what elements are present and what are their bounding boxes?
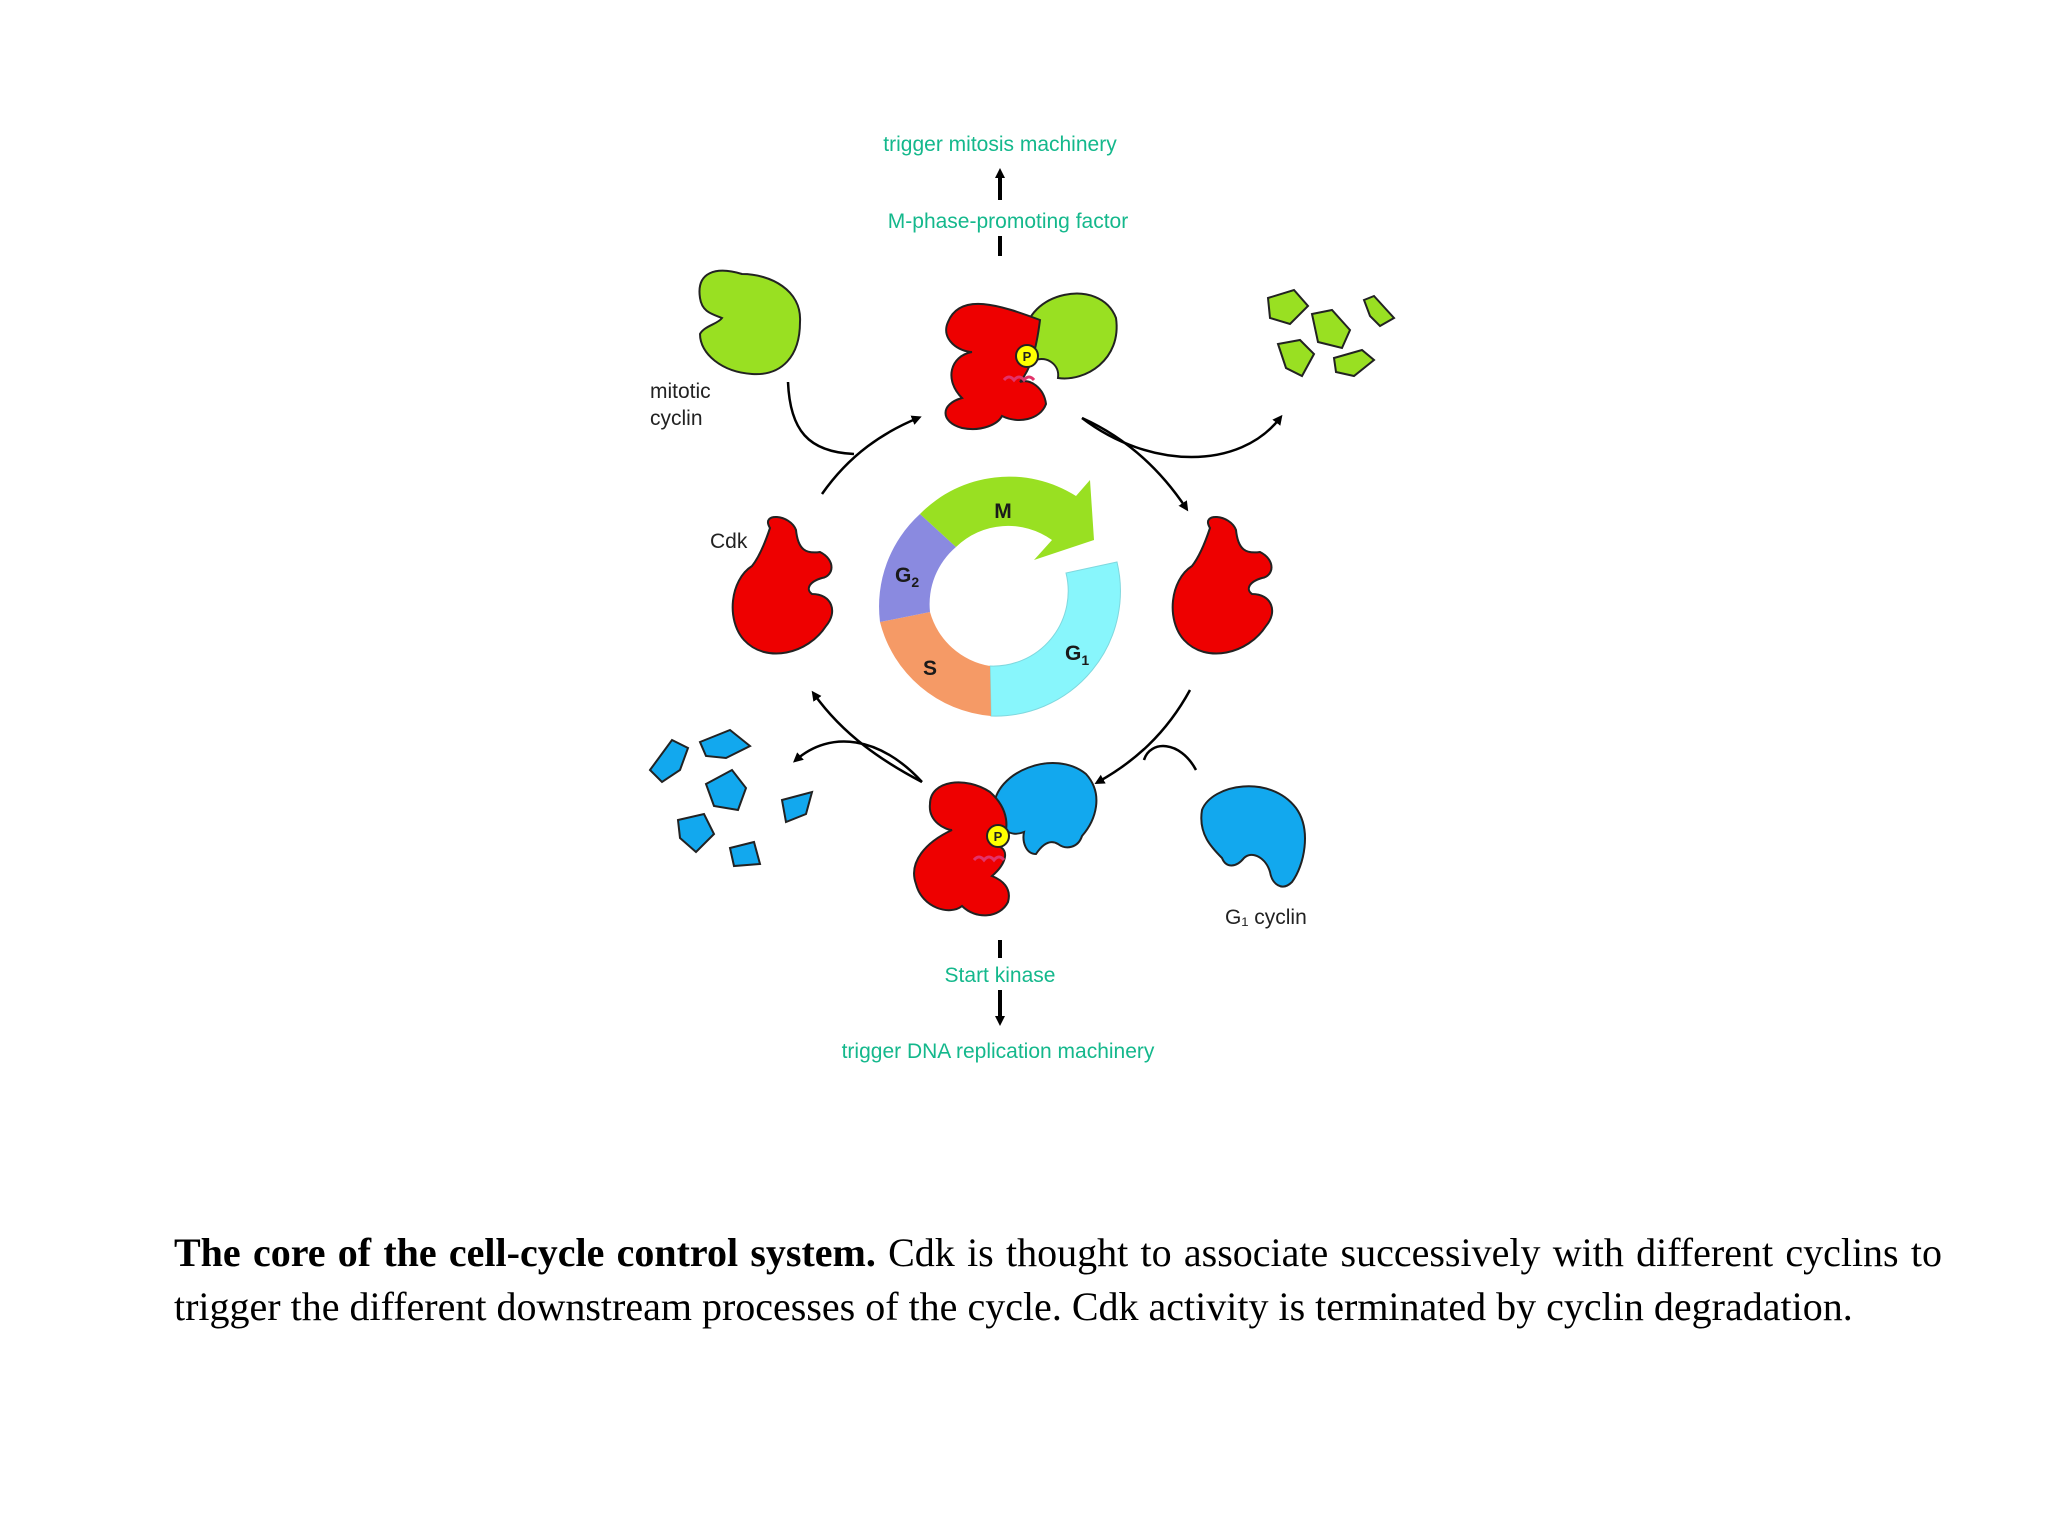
cyclin-fragment-icon [1362, 294, 1396, 328]
arrow-g1-cyclin-degradation [792, 740, 923, 783]
arrow-bottom-to-left [811, 690, 923, 784]
phosphate-icon [986, 824, 1010, 848]
mitotic-cyclin-icon [698, 269, 802, 376]
cdk-label: Cdk [710, 530, 748, 553]
active-site-marks [1002, 375, 1036, 383]
cyclin-fragment-icon [1266, 288, 1310, 326]
figure-caption: The core of the cell-cycle control syste… [174, 1226, 1942, 1334]
cycle-arrows [786, 381, 1283, 784]
phase-s-segment [880, 612, 991, 716]
phase-g1-segment [989, 561, 1121, 717]
cell-cycle-phase-ring: M G2 S G1 [879, 476, 1121, 717]
cyclin-fragment-icon [1332, 348, 1376, 378]
caption-title: The core of the cell-cycle control syste… [174, 1230, 876, 1275]
cdk-bottom-icon [913, 781, 1010, 917]
phosphate-label: P [1023, 349, 1032, 364]
cdk-left-icon [731, 515, 834, 655]
arrow-top-to-right [1081, 416, 1189, 512]
cyclin-fragment-icon [648, 738, 690, 784]
active-site-marks [972, 855, 1006, 863]
mitotic-cyclin-fragments [1266, 288, 1396, 378]
trigger-dna-replication-label: trigger DNA replication machinery [842, 1040, 1155, 1063]
caption-text: Cdk is thought to associate successively… [174, 1230, 1943, 1329]
mitotic-cyclin-label-line2: cyclin [650, 407, 703, 430]
cyclin-fragment-icon [728, 840, 762, 868]
trigger-mitosis-label: trigger mitosis machinery [883, 133, 1117, 156]
cyclin-fragment-icon [698, 728, 752, 760]
g1-cyclin-fragments [648, 728, 814, 868]
arrow-mitotic-cyclin-degradation [1081, 414, 1283, 459]
start-kinase-label: Start kinase [945, 964, 1056, 987]
m-phase-promoting-factor-label: M-phase-promoting factor [888, 210, 1128, 233]
cyclin-fragment-icon [1276, 338, 1316, 378]
phase-m-label: M [994, 500, 1012, 523]
phosphate-icon [1015, 344, 1039, 368]
phase-g2-label: G2 [895, 564, 919, 590]
phase-g1-label: G1 [1065, 642, 1089, 668]
cdk-right-icon [1171, 515, 1274, 655]
cdk-top-icon [944, 302, 1048, 430]
cyclin-fragment-icon [676, 812, 716, 854]
arrow-left-to-top [820, 415, 922, 495]
g1-cyclin-icon [1200, 785, 1306, 888]
phase-m-segment [920, 476, 1094, 560]
phosphate-label: P [994, 829, 1003, 844]
arrow-right-to-bottom [1094, 689, 1192, 784]
start-kinase-complex: P [913, 762, 1098, 917]
cyclin-fragment-icon [704, 768, 748, 812]
phase-g2-segment [879, 514, 956, 622]
g1-cyclin-label: G₁ cyclin [1225, 906, 1307, 929]
mitotic-cyclin-label-line1: mitotic [650, 380, 711, 403]
arrow-mitotic-cyclin-binding [786, 381, 855, 456]
mpf-complex: P [944, 292, 1118, 430]
arrow-g1-cyclin-binding [1142, 744, 1198, 771]
cyclin-fragment-icon [780, 790, 814, 824]
cyclin-fragment-icon [1310, 308, 1352, 350]
phase-s-label: S [923, 657, 937, 680]
g1-cyclin-bound-icon [992, 762, 1098, 856]
